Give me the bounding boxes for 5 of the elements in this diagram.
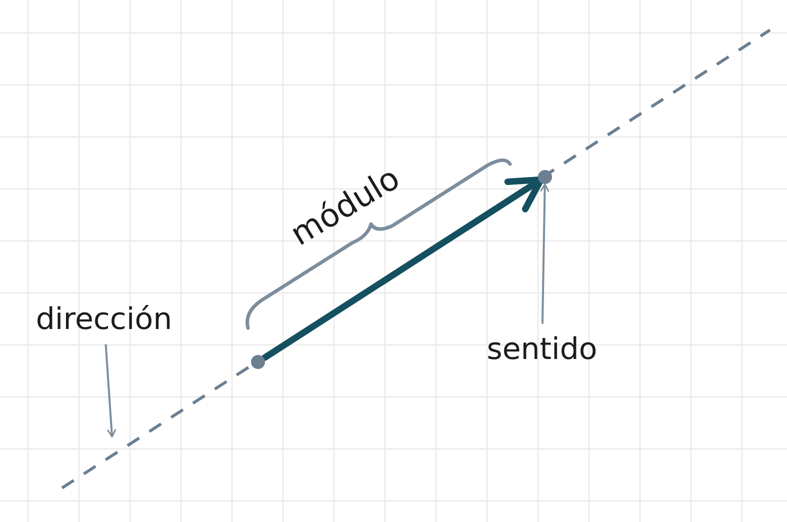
vector-arrow [261, 176, 544, 361]
leader-arrow [540, 184, 550, 324]
vector-label: sentido [474, 326, 610, 372]
vector-label: dirección [20, 296, 188, 342]
leader-arrow [104, 344, 116, 438]
